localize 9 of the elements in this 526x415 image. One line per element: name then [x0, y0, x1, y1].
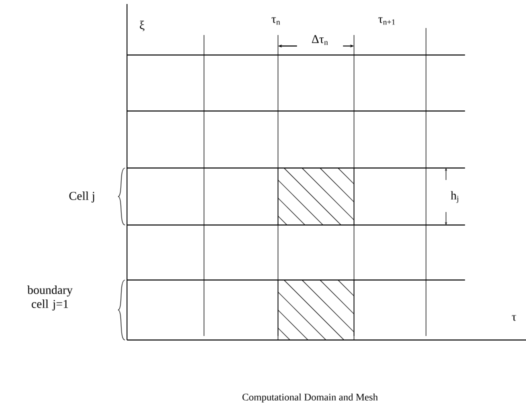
grid-line-label: τ$_{n+1}$ — [378, 17, 395, 25]
axis-label: ξ — [140, 20, 144, 32]
cell-label: Cell j — [69, 192, 94, 202]
dimension-label: h$_{j}$ — [450, 191, 458, 203]
axis-label: τ — [512, 315, 516, 321]
cell-label: boundary cell j=1 — [27, 286, 73, 310]
dimension-label: Δτ$_{n}$ — [312, 35, 328, 45]
caption: Computational Domain and Mesh — [242, 393, 378, 403]
grid-line-label: τ$_{n}$ — [272, 17, 280, 25]
